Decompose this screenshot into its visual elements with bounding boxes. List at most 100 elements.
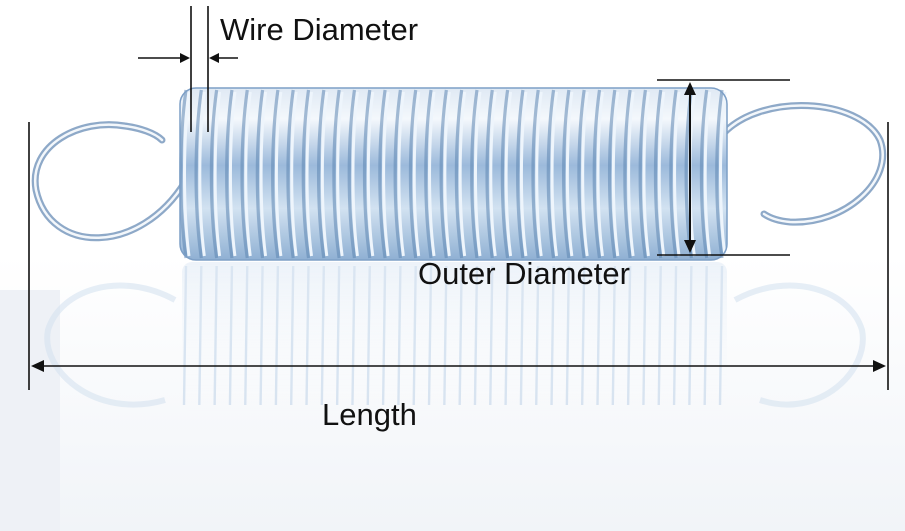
coil-highlight — [657, 91, 666, 257]
reflection-coil — [657, 265, 662, 406]
wire-diameter-dimension — [138, 6, 238, 132]
reflection-coil — [672, 265, 678, 406]
coil-highlight — [213, 91, 222, 257]
coil-turn — [715, 89, 724, 259]
coil-highlight — [412, 91, 421, 257]
coil-highlight — [550, 91, 559, 257]
reflection-coil — [550, 265, 555, 406]
coil-turn — [240, 89, 249, 259]
reflection-coil — [565, 265, 571, 406]
coil-highlight — [489, 91, 497, 257]
coil-turn — [638, 89, 648, 259]
reflection-coil — [458, 265, 463, 406]
reflection-coil — [244, 265, 249, 406]
coil-highlight — [336, 91, 344, 257]
coil-highlight — [627, 91, 635, 257]
coil-turn — [332, 89, 341, 259]
reflection-coil — [427, 265, 433, 406]
coil-turn — [531, 89, 540, 259]
coil-turn — [255, 89, 265, 259]
length-dimension — [28, 122, 889, 390]
reflection-coil — [412, 265, 417, 406]
reflection-left-hook — [44, 282, 177, 408]
reflection-coil — [335, 265, 341, 406]
coil-highlight — [228, 91, 237, 257]
coil-turn — [500, 89, 510, 259]
coil-turn — [408, 89, 418, 259]
reflection-coil — [228, 265, 234, 406]
coil-turn — [209, 89, 219, 259]
coil-turn — [194, 89, 203, 259]
coil-turn — [562, 89, 571, 259]
reflection-right-hook — [733, 282, 866, 408]
coil-turn — [347, 89, 357, 259]
coil-highlight — [198, 91, 206, 257]
coil-highlight — [274, 91, 283, 257]
coil-highlight — [443, 91, 451, 257]
reflection-coil — [626, 265, 632, 406]
coil-turn — [577, 89, 586, 259]
reflection-coil — [290, 265, 295, 406]
coil-highlight — [259, 91, 268, 257]
reflection-coil — [198, 265, 203, 406]
length-label: Length — [322, 397, 417, 432]
coil-turn — [179, 89, 188, 259]
reflection-coil — [596, 265, 601, 406]
coil-turn — [225, 89, 234, 259]
coil-highlight — [719, 91, 727, 257]
spring-reflection — [44, 262, 866, 412]
right-hook — [718, 101, 887, 226]
reflection-coil — [504, 265, 509, 406]
outer-diameter-label: Outer Diameter — [418, 256, 630, 291]
reflection-coil — [351, 265, 356, 406]
coil-turn — [653, 89, 663, 259]
coil-highlight — [244, 91, 252, 257]
coil-highlight — [397, 91, 405, 257]
reflection-coil — [305, 265, 310, 406]
reflection-coil — [535, 265, 540, 406]
reflection-coil — [611, 265, 616, 406]
coil-turn — [607, 89, 617, 259]
spring-body — [180, 88, 727, 260]
reflection-coil — [366, 265, 371, 406]
coil-highlight — [428, 91, 436, 257]
outer-diameter-dimension — [657, 79, 790, 256]
reflection-coil — [274, 265, 280, 406]
coil-turn — [301, 89, 311, 259]
coil-turn — [271, 89, 280, 259]
reflection-coil — [642, 265, 647, 406]
coil-turn — [286, 89, 295, 259]
reflection-coil — [381, 265, 387, 406]
coil-highlight — [703, 91, 712, 257]
coil-highlight — [535, 91, 543, 257]
coil-highlight — [473, 91, 482, 257]
coil-turn — [623, 89, 632, 259]
coil-turn — [546, 89, 556, 259]
reflection-coil — [397, 265, 402, 406]
coil-turn — [317, 89, 326, 259]
coil-turn — [669, 89, 678, 259]
reflection-coil — [519, 265, 525, 406]
coil-highlight — [458, 91, 467, 257]
coil-highlight — [596, 91, 604, 257]
wire-diameter-label: Wire Diameter — [220, 12, 419, 47]
coil-highlight — [305, 91, 314, 257]
reflection-coil — [489, 265, 494, 406]
reflection-coil — [182, 265, 188, 406]
reflection-coil — [213, 265, 218, 406]
reflection-coil — [259, 265, 264, 406]
coil-highlight — [320, 91, 329, 257]
coil-highlight — [673, 91, 681, 257]
reflection-coil — [320, 265, 326, 406]
coil-highlight — [290, 91, 298, 257]
coil-turn — [393, 89, 402, 259]
coil-highlight — [565, 91, 574, 257]
coil-highlight — [351, 91, 359, 257]
coil-turn — [439, 89, 448, 259]
reflection-coil — [443, 265, 448, 406]
spring-coils — [179, 89, 727, 259]
coil-turn — [592, 89, 602, 259]
coil-highlight — [183, 91, 191, 257]
